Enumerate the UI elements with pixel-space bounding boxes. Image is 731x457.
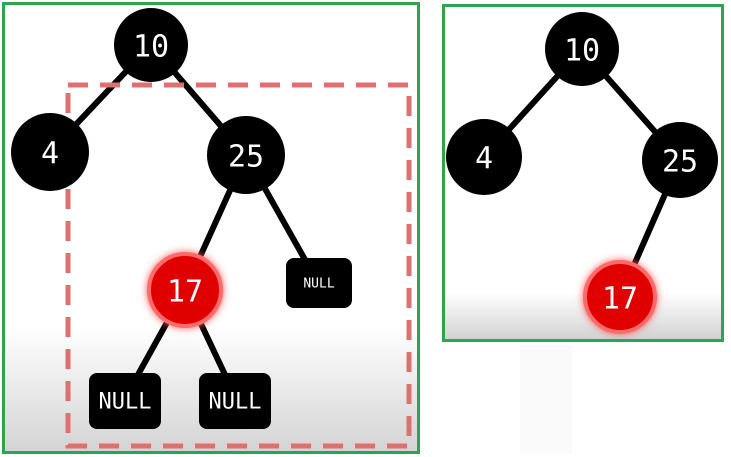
null-node-25-right: NULL	[286, 258, 352, 308]
right-node-10-label: 10	[564, 34, 600, 69]
right-tree-diagram: 10 4 25 17	[446, 12, 718, 334]
null-node-17-right-label: NULL	[209, 390, 262, 415]
node-4: 4	[11, 113, 89, 191]
right-node-17: 17	[583, 260, 657, 334]
left-tree-panel: 10 4 25 17 NULL NULL NULL	[2, 2, 420, 454]
null-node-17-right: NULL	[199, 373, 271, 429]
node-4-label: 4	[41, 137, 59, 172]
null-node-17-left-label: NULL	[99, 390, 152, 415]
left-tree-diagram: 10 4 25 17 NULL NULL NULL	[11, 8, 412, 449]
node-10: 10	[114, 8, 188, 82]
node-17: 17	[147, 252, 223, 328]
right-node-17-label: 17	[602, 282, 638, 317]
right-node-4: 4	[446, 119, 522, 195]
subtree-highlight-box	[65, 82, 412, 449]
node-25: 25	[207, 116, 285, 194]
null-node-25-right-label: NULL	[303, 277, 334, 292]
right-node-10: 10	[545, 12, 619, 86]
node-25-label: 25	[228, 140, 264, 175]
right-node-4-label: 4	[475, 142, 493, 177]
node-17-label: 17	[167, 275, 203, 310]
node-10-label: 10	[133, 30, 169, 65]
null-node-17-left: NULL	[89, 373, 161, 429]
faint-background-block	[520, 345, 572, 453]
right-node-25: 25	[642, 122, 718, 198]
right-tree-panel: 10 4 25 17	[442, 4, 724, 342]
left-tree-edges	[47, 42, 320, 401]
right-node-25-label: 25	[662, 145, 698, 180]
